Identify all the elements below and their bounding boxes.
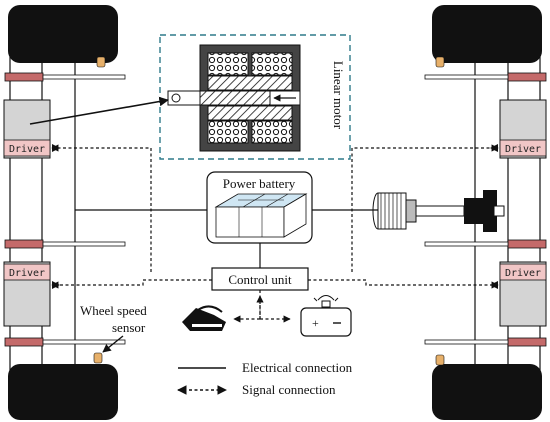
steering-motor — [372, 190, 505, 232]
actuator-front-right: Driver — [499, 99, 547, 159]
linear-motor-inset: Linear motor — [159, 34, 351, 160]
linear-motor-label: Linear motor — [331, 61, 346, 130]
inset-pointer — [29, 96, 169, 125]
signal-arrowheads — [52, 144, 498, 289]
suspension-arms — [4, 72, 547, 347]
actuator-rear-left: Driver — [3, 261, 51, 327]
control-unit-label: Control unit — [228, 272, 292, 287]
tire-front-left — [8, 5, 118, 63]
signal-wiring — [51, 144, 499, 323]
actuator-front-left: Driver — [3, 99, 51, 159]
power-battery-label: Power battery — [223, 176, 296, 191]
wheel-speed-sensor: Wheel speed sensor — [80, 303, 147, 353]
legend-electrical-label: Electrical connection — [242, 360, 353, 375]
driver-label: Driver — [505, 268, 541, 279]
hub-marks — [93, 56, 445, 366]
driver-label: Driver — [9, 144, 45, 155]
tire-front-right — [432, 5, 542, 63]
driver-label: Driver — [9, 268, 45, 279]
tire-rear-left — [8, 364, 118, 420]
wheel-speed-label-line1: Wheel speed — [80, 303, 147, 318]
legend: Electrical connection Signal connection — [177, 360, 353, 397]
svg-text:+: + — [312, 316, 319, 330]
tire-rear-right — [432, 364, 542, 420]
wheel-speed-label-line2: sensor — [112, 320, 146, 335]
driver-label: Driver — [505, 144, 541, 155]
power-battery: Power battery — [206, 171, 313, 244]
brake-pedal-icon — [182, 305, 226, 331]
legend-signal-label: Signal connection — [242, 382, 336, 397]
control-unit: Control unit — [211, 267, 309, 291]
indicator-display-icon: + — [300, 295, 352, 337]
actuator-rear-right: Driver — [499, 261, 547, 327]
electrical-wiring — [75, 209, 378, 268]
